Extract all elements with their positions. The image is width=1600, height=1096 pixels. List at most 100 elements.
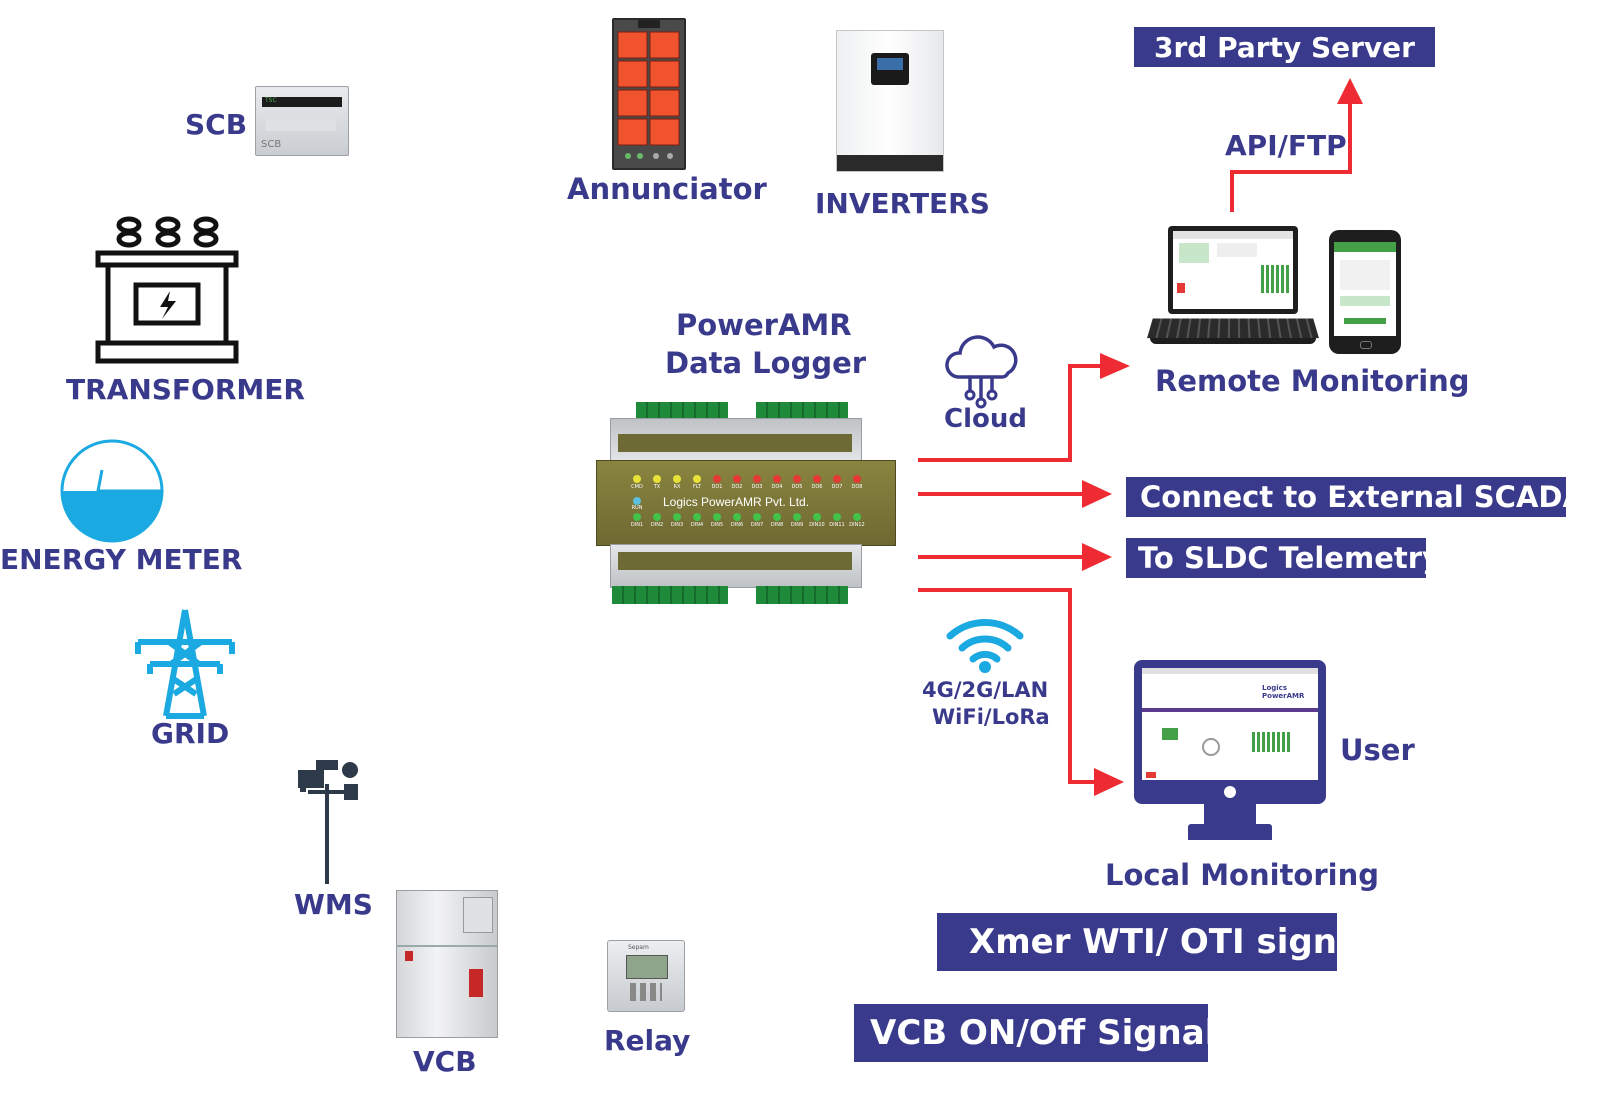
transformer-label: TRANSFORMER xyxy=(66,373,305,406)
led-label: DIN10 xyxy=(809,522,825,528)
inverters-label: INVERTERS xyxy=(815,187,990,220)
led-label: RX xyxy=(673,484,681,490)
wireless-label-line2: WiFi/LoRa xyxy=(932,705,1050,729)
led-label: DO8 xyxy=(851,484,863,490)
led-do7: DO7 xyxy=(827,475,847,490)
run-led-label: RUN xyxy=(631,505,643,511)
led-label: FLT xyxy=(692,484,702,490)
third-party-server-box: 3rd Party Server xyxy=(1134,27,1435,67)
led-din7: DIN7 xyxy=(747,513,767,528)
led-indicator xyxy=(653,513,661,521)
terminal-block-top-right xyxy=(756,402,848,418)
monitor-brand-text: Logics PowerAMR xyxy=(1262,684,1305,700)
vcb-panel-image xyxy=(396,890,498,1038)
weather-station-icon xyxy=(298,760,358,884)
scb-brand-text: TSC xyxy=(265,97,277,104)
relay-brand-text: Sepam xyxy=(628,944,649,951)
led-indicator xyxy=(713,513,721,521)
led-rx: RX xyxy=(667,475,687,490)
laptop-image xyxy=(1147,226,1319,350)
led-indicator xyxy=(833,475,841,483)
led-indicator xyxy=(813,475,821,483)
led-indicator xyxy=(733,475,741,483)
led-label: DIN5 xyxy=(710,522,724,528)
scb-device-text: SCB xyxy=(261,139,282,150)
led-do6: DO6 xyxy=(807,475,827,490)
logger-title-line2: Data Logger xyxy=(665,346,867,380)
led-indicator xyxy=(853,475,861,483)
third-party-server-label: 3rd Party Server xyxy=(1154,30,1415,64)
led-label: DIN12 xyxy=(849,522,865,528)
sldc-telemetry-label: To SLDC Telemetry xyxy=(1138,541,1441,575)
led-do4: DO4 xyxy=(767,475,787,490)
vcb-label: VCB xyxy=(413,1045,477,1078)
energy-meter-label: ENERGY METER xyxy=(0,543,243,576)
led-indicator xyxy=(773,513,781,521)
smartphone-image xyxy=(1329,230,1401,354)
led-din1: DIN1 xyxy=(627,513,647,528)
led-do8: DO8 xyxy=(847,475,867,490)
inverter-device-image xyxy=(836,30,944,172)
led-indicator xyxy=(653,475,661,483)
transformer-icon xyxy=(95,216,239,364)
user-label: User xyxy=(1340,733,1415,767)
vcb-signal-label: VCB ON/Off Signal xyxy=(870,1013,1217,1053)
led-din9: DIN9 xyxy=(787,513,807,528)
led-din11: DIN11 xyxy=(827,513,847,528)
led-indicator xyxy=(693,475,701,483)
led-indicator xyxy=(693,513,701,521)
led-indicator xyxy=(633,513,641,521)
arrow-to-remote xyxy=(918,364,1104,462)
led-label: DIN2 xyxy=(650,522,664,528)
led-tx: TX xyxy=(647,475,667,490)
scb-label: SCB xyxy=(185,108,248,141)
led-din2: DIN2 xyxy=(647,513,667,528)
terminal-block-bottom-left xyxy=(612,586,728,604)
external-scada-label: Connect to External SCADA xyxy=(1140,480,1585,514)
grid-tower-icon xyxy=(135,609,235,719)
wireless-label-line1: 4G/2G/LAN xyxy=(922,678,1049,702)
led-label: DIN1 xyxy=(630,522,644,528)
led-label: DIN3 xyxy=(670,522,684,528)
led-indicator xyxy=(793,513,801,521)
led-do5: DO5 xyxy=(787,475,807,490)
led-do1: DO1 xyxy=(707,475,727,490)
arrow-to-local xyxy=(918,588,1098,784)
vcb-signal-box: VCB ON/Off Signal xyxy=(854,1004,1216,1062)
led-din3: DIN3 xyxy=(667,513,687,528)
led-label: DO1 xyxy=(711,484,723,490)
led-label: TX xyxy=(653,484,661,490)
led-cmd: CMD xyxy=(627,475,647,490)
led-din4: DIN4 xyxy=(687,513,707,528)
logger-title-line1: PowerAMR xyxy=(676,308,852,342)
led-indicator xyxy=(833,513,841,521)
led-indicator xyxy=(713,475,721,483)
xmer-signal-box: Xmer WTI/ OTI signal xyxy=(937,913,1372,971)
led-label: DIN7 xyxy=(750,522,764,528)
desktop-monitor-image: Logics PowerAMR xyxy=(1134,660,1326,842)
led-label: DIN9 xyxy=(790,522,804,528)
arrow-to-third-party xyxy=(1230,100,1352,212)
led-din6: DIN6 xyxy=(727,513,747,528)
terminal-block-bottom-right xyxy=(756,586,848,604)
remote-monitoring-label: Remote Monitoring xyxy=(1155,364,1470,398)
led-indicator xyxy=(673,513,681,521)
led-din8: DIN8 xyxy=(767,513,787,528)
annunciator-device-image xyxy=(612,18,686,170)
relay-device-image: Sepam xyxy=(607,940,685,1012)
led-din10: DIN10 xyxy=(807,513,827,528)
led-din5: DIN5 xyxy=(707,513,727,528)
grid-label: GRID xyxy=(151,717,230,750)
relay-label: Relay xyxy=(604,1024,691,1057)
led-indicator xyxy=(633,475,641,483)
cloud-label: Cloud xyxy=(944,404,1027,434)
local-monitoring-label: Local Monitoring xyxy=(1105,858,1379,892)
led-label: DO4 xyxy=(771,484,783,490)
led-label: DO7 xyxy=(831,484,843,490)
cloud-icon xyxy=(945,335,1018,409)
led-label: DO5 xyxy=(791,484,803,490)
run-led: RUN xyxy=(627,497,647,511)
